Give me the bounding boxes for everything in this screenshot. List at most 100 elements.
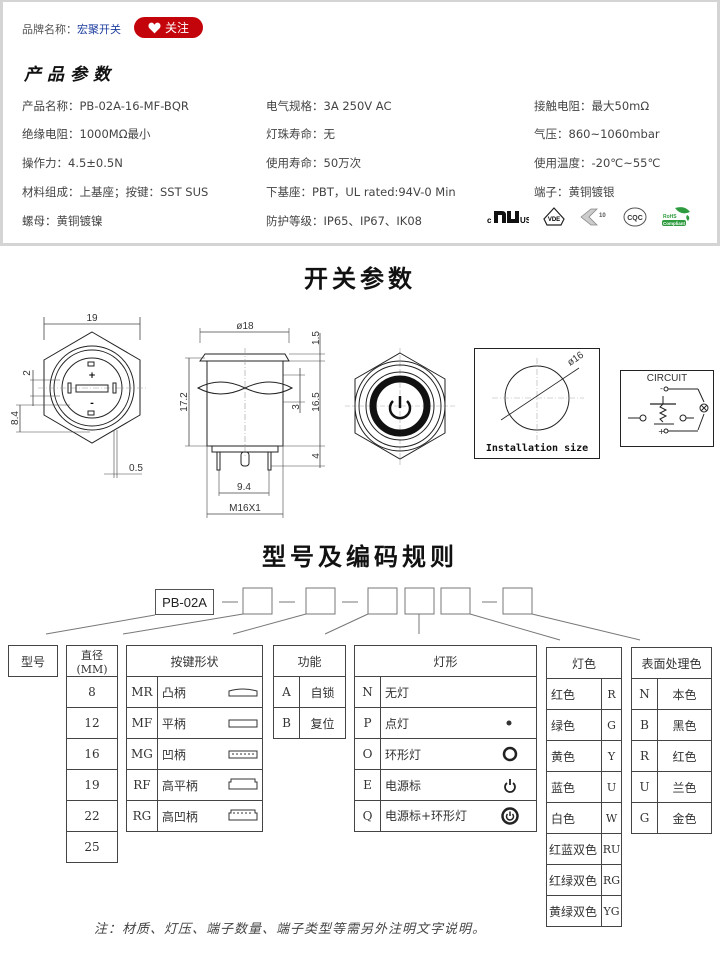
svg-text:+: + [88, 371, 96, 381]
ccc-10-icon: 10 [579, 207, 609, 227]
shape-code: MR [126, 676, 158, 708]
svg-text:-: - [660, 384, 663, 393]
prefix-box: PB-02A [155, 589, 214, 615]
spec-product-name: 产品名称：PB-02A-16-MF-BQR [22, 99, 189, 113]
svg-text:1.5: 1.5 [311, 331, 322, 345]
color-blue: 蓝色 [546, 771, 602, 803]
svg-text:9.4: 9.4 [237, 482, 251, 493]
heart-icon [148, 22, 161, 33]
surface-code: R [631, 740, 658, 772]
svg-text:17.2: 17.2 [179, 392, 190, 412]
light-code: N [354, 676, 381, 708]
color-white: 白色 [546, 802, 602, 834]
circuit-drawing: CIRCUIT - + [620, 370, 714, 452]
convex-cap-icon [228, 688, 258, 696]
surface-gold: 金色 [657, 802, 712, 834]
coding-rules-title: 型号及编码规则 [262, 543, 458, 571]
spec-material: 材料组成：上基座；按键：SST SUS [22, 185, 209, 199]
color-green: 绿色 [546, 709, 602, 741]
brand-link[interactable]: 宏聚开关 [77, 23, 121, 36]
light-row-dot: 点灯 [380, 707, 537, 739]
concave-cap-icon [228, 750, 258, 758]
high-concave-cap-icon [228, 809, 258, 820]
function-momentary: 复位 [299, 707, 346, 739]
svg-text:CIRCUIT: CIRCUIT [647, 373, 688, 384]
dot-icon [506, 720, 512, 725]
power-ring-icon [501, 807, 519, 825]
color-code: U [601, 771, 622, 803]
shape-row-rg: 高凹柄 [156, 800, 264, 832]
svg-text:3: 3 [291, 404, 302, 410]
light-row-power: 电源标 [380, 769, 537, 801]
svg-text:US: US [520, 216, 529, 225]
front-view-drawing: 19 + - 8.4 2 0.5 [0, 310, 160, 494]
power-icon [504, 778, 516, 793]
diameter-16: 16 [66, 738, 118, 770]
diameter-12: 12 [66, 707, 118, 739]
svg-text:19: 19 [86, 313, 98, 324]
light-row-power-ring: 电源标+环形灯 [380, 800, 537, 832]
svg-text:4: 4 [311, 453, 322, 459]
product-params-title: 产品参数 [24, 65, 116, 85]
spec-lower-base: 下基座：PBT，UL rated:94V-0 Min [266, 185, 456, 199]
handwritten-note: 注：材质、灯压、端子数量、端子类型等需另外注明文字说明。 [94, 922, 487, 937]
installation-size-drawing: ø16 Installation size [474, 348, 600, 464]
surface-natural: 本色 [657, 678, 712, 710]
diameter-19: 19 [66, 769, 118, 801]
switch-params-title: 开关参数 [304, 265, 416, 293]
surface-code: N [631, 678, 658, 710]
spec-temperature: 使用温度：-20℃~55℃ [534, 156, 661, 170]
model-table: 型号 [8, 645, 58, 677]
svg-text:-: - [90, 399, 94, 409]
light-code: O [354, 738, 381, 770]
light-row-none: 无灯 [380, 676, 537, 708]
surface-code: G [631, 802, 658, 834]
ring-icon [502, 746, 518, 761]
follow-button[interactable]: 关注 [134, 17, 203, 38]
color-code: Y [601, 740, 622, 772]
svg-text:CQC: CQC [627, 215, 643, 222]
diameter-header: 直径(MM) [66, 645, 118, 677]
svg-text:8.4: 8.4 [10, 411, 21, 425]
svg-text:10: 10 [599, 213, 606, 219]
color-red-blue: 红蓝双色 [546, 833, 602, 865]
svg-text:ø18: ø18 [236, 321, 254, 332]
brand-label: 品牌名称： [22, 23, 77, 36]
spec-terminal: 端子：黄铜镀银 [534, 185, 615, 199]
color-red-green: 红绿双色 [546, 864, 602, 896]
function-header: 功能 [273, 645, 346, 677]
surface-code: U [631, 771, 658, 803]
top-view-power-drawing [345, 348, 455, 472]
svg-text:VDE: VDE [548, 217, 560, 223]
color-yellow: 黄色 [546, 740, 602, 772]
color-code: RU [601, 833, 622, 865]
light-color-header: 灯色 [546, 647, 622, 679]
brand-row: 品牌名称： 宏聚开关 [22, 21, 121, 37]
shape-code: MF [126, 707, 158, 739]
side-view-drawing: ø18 17.2 1.5 16.5 4 3 9.4 M16X1 [165, 318, 340, 522]
spec-protection: 防护等级：IP65、IP67、IK08 [266, 214, 422, 228]
svg-text:RoHS: RoHS [663, 214, 677, 220]
surface-color-header: 表面处理色 [631, 647, 712, 679]
light-row-ring: 环形灯 [380, 738, 537, 770]
svg-text:c: c [487, 216, 492, 225]
surface-black: 黑色 [657, 709, 712, 741]
spec-life: 使用寿命：50万次 [266, 156, 362, 170]
svg-text:Compliant: Compliant [663, 221, 686, 226]
shape-code: RF [126, 769, 158, 801]
button-shape-header: 按键形状 [126, 645, 263, 677]
vde-icon: VDE [543, 207, 565, 227]
svg-text:16.5: 16.5 [311, 392, 322, 412]
color-code: G [601, 709, 622, 741]
diameter-22: 22 [66, 800, 118, 832]
surface-blue: 兰色 [657, 771, 712, 803]
flat-cap-icon [228, 719, 258, 727]
spec-electrical: 电气规格：3A 250V AC [266, 99, 392, 113]
model-header: 型号 [8, 645, 58, 677]
light-code: Q [354, 800, 381, 832]
